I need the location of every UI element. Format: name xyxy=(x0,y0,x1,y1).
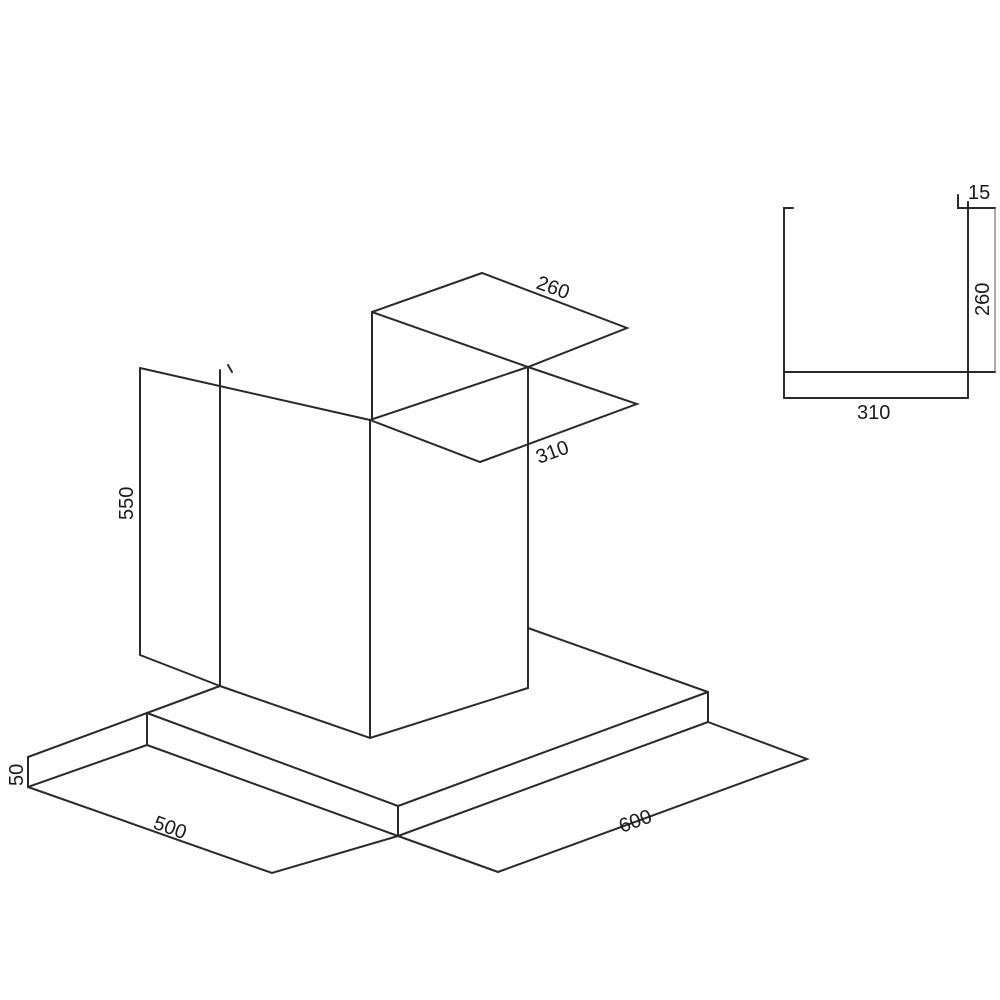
chimney-height-label: 550 xyxy=(116,486,138,520)
top-view-width-label: 310 xyxy=(857,402,891,424)
top-view-flange-label: 15 xyxy=(968,182,991,204)
canopy xyxy=(27,627,810,875)
top-view-depth-label: 260 xyxy=(972,282,994,316)
canopy-thickness-label: 50 xyxy=(6,763,28,786)
chimney-body xyxy=(139,364,529,740)
chimney-top-outline xyxy=(369,271,640,689)
top-view-drawing xyxy=(783,194,996,399)
